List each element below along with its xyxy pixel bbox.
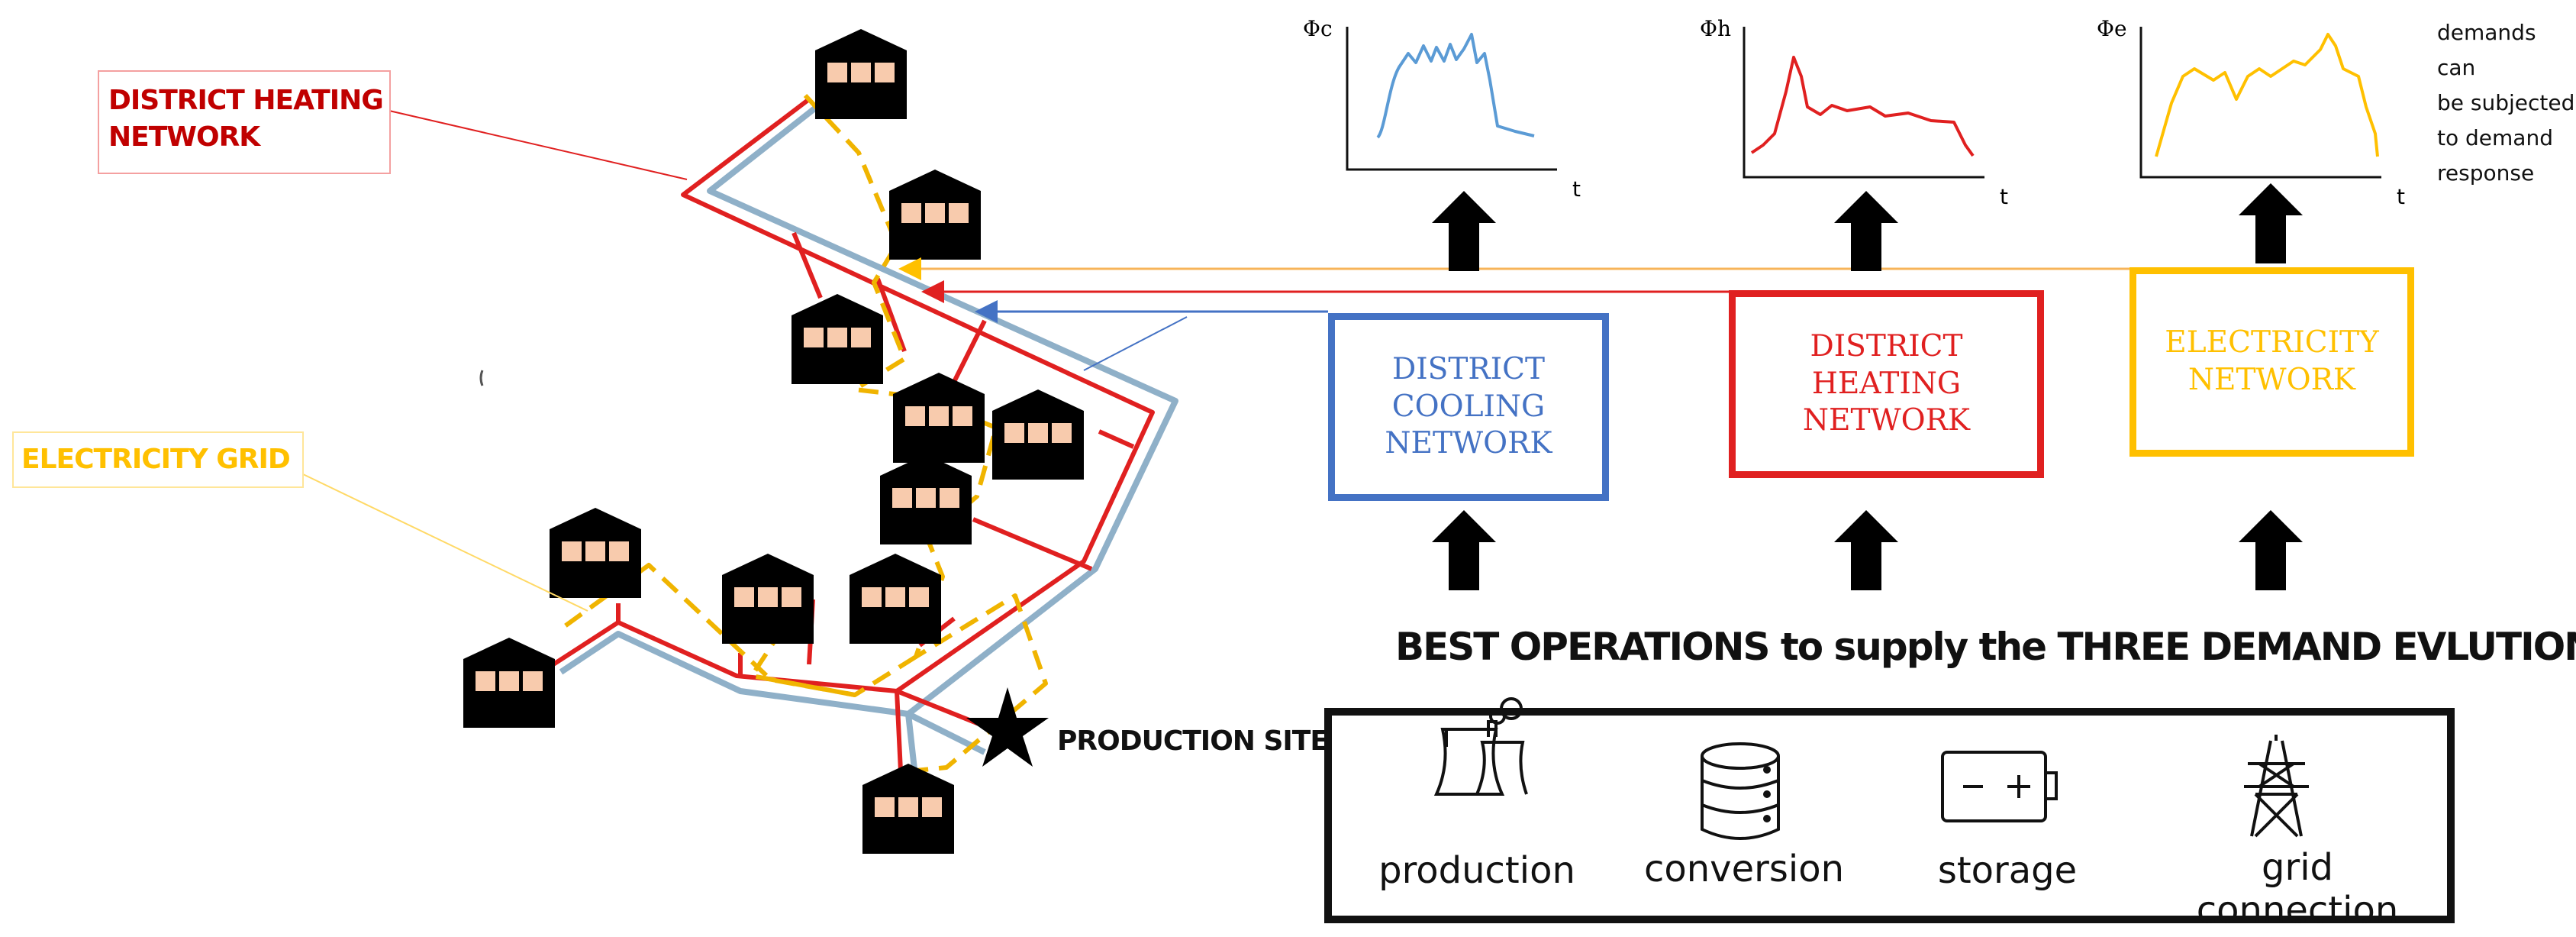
network-line: DISTRICT <box>1391 351 1545 386</box>
network-line: ELECTRICITY <box>2165 325 2379 360</box>
chart-x-symbol: t <box>1572 176 1581 202</box>
chart-y-symbol: Φh <box>1700 16 1731 41</box>
heating-network-label: DISTRICT HEATING NETWORK <box>98 70 391 174</box>
heating-network-label-text: DISTRICT HEATING NETWORK <box>108 85 384 153</box>
note-line: demands can <box>2437 20 2536 80</box>
building <box>463 638 555 728</box>
up-arrow <box>1432 510 1496 590</box>
chart-axes <box>1743 27 1984 179</box>
up-arrow <box>1834 510 1898 590</box>
note-line: response <box>2437 160 2535 186</box>
district-heating-network-box: DISTRICT HEATING NETWORK <box>1729 290 2044 478</box>
up-arrow <box>1432 191 1496 271</box>
demand-response-note: demands can be subjected to demand respo… <box>2437 15 2576 191</box>
production-site-label: PRODUCTION SITE <box>1057 725 1329 757</box>
chart-x-symbol: t <box>2000 184 2008 209</box>
up-arrow <box>2239 510 2303 590</box>
building <box>862 764 954 854</box>
note-line: be subjected <box>2437 90 2575 115</box>
best-operations-heading: BEST OPERATIONS to supply the THREE DEMA… <box>1395 625 2576 669</box>
transmission-tower-icon <box>2244 735 2309 838</box>
chart-axes <box>2139 27 2381 179</box>
chart-y-symbol: Φe <box>2097 16 2127 41</box>
flow-arrows <box>1432 183 2303 590</box>
tech-label-storage: storage <box>1937 849 2078 892</box>
demand-profile-curve <box>2155 33 2379 157</box>
network-line: COOLING <box>1391 389 1546 424</box>
district-cooling-network-box: DISTRICT COOLING NETWORK <box>1328 313 1609 501</box>
electricity-grid-label: ELECTRICITY GRID <box>12 431 304 488</box>
tech-label-grid-connection: grid connection <box>2196 846 2399 932</box>
building <box>850 554 941 644</box>
connector-arrows <box>898 257 2129 371</box>
electricity-grid-label-text: ELECTRICITY GRID <box>21 444 291 475</box>
network-map <box>301 29 1178 854</box>
network-line: NETWORK <box>2188 362 2356 397</box>
building <box>550 508 641 598</box>
building <box>992 389 1084 480</box>
chart-y-symbol: Φc <box>1303 16 1333 41</box>
chart-axes <box>1346 27 1557 171</box>
building <box>722 554 814 644</box>
tech-label-production: production <box>1378 849 1575 892</box>
building <box>880 454 972 544</box>
chart-x-symbol: t <box>2397 184 2405 209</box>
building <box>893 373 985 463</box>
building <box>815 29 907 119</box>
building <box>889 170 981 260</box>
up-arrow <box>2239 183 2303 263</box>
network-line: DISTRICT <box>1810 328 1963 363</box>
electricity-network-box: ELECTRICITY NETWORK <box>2129 267 2414 457</box>
up-arrow <box>1834 191 1898 271</box>
network-line: HEATING <box>1811 366 1962 401</box>
building <box>791 294 883 384</box>
demand-profile-curve <box>1376 33 1535 139</box>
production-site-star <box>966 687 1049 767</box>
network-line: NETWORK <box>1385 426 1552 461</box>
tech-label-conversion: conversion <box>1644 848 1844 890</box>
network-line: NETWORK <box>1802 403 1971 438</box>
technologies-box <box>1324 708 2455 923</box>
demand-charts: Φc t Φh t Φe t <box>1303 16 2405 209</box>
demand-profile-curve <box>1750 56 1975 157</box>
battery-icon <box>1941 751 2058 822</box>
database-icon <box>1701 742 1780 840</box>
note-line: to demand <box>2437 125 2553 150</box>
